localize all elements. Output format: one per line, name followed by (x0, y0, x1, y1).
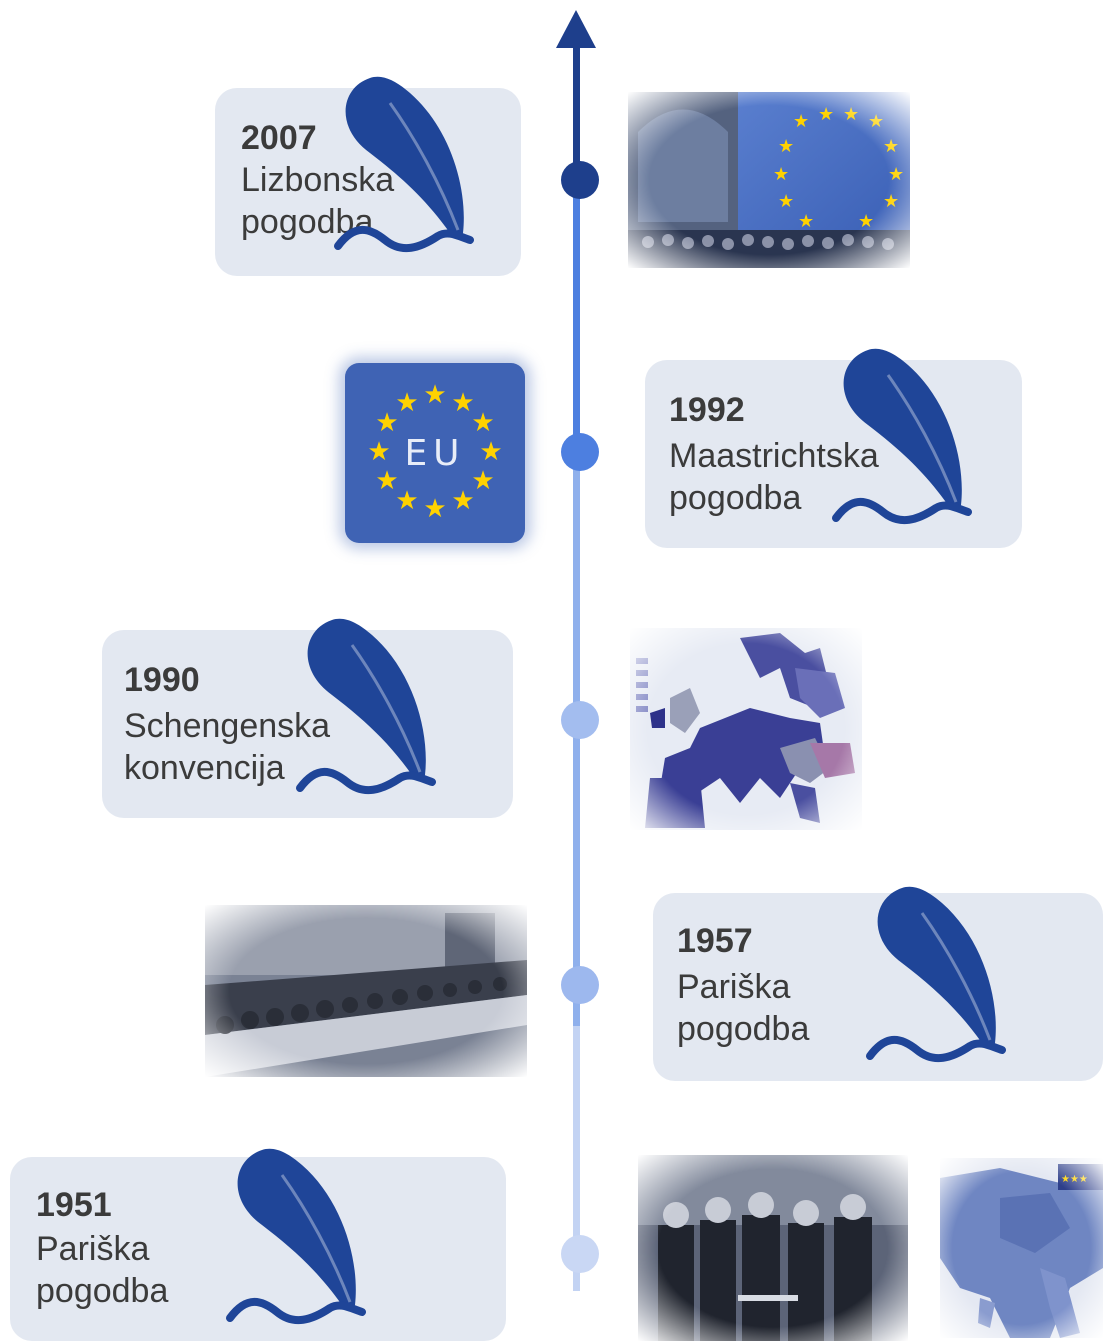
svg-text:★: ★ (883, 136, 899, 156)
event-card-1990: 1990 Schengenska konvencija (102, 630, 513, 818)
svg-text:★: ★ (888, 164, 904, 184)
svg-text:★: ★ (471, 466, 494, 496)
feather-pen-icon (862, 868, 1042, 1068)
timeline-dot-1957 (561, 966, 599, 1004)
timeline-dot-1990 (561, 701, 599, 739)
event-year: 1951 (36, 1186, 112, 1224)
event-name-line1: Schengenska (124, 707, 331, 745)
event-card-1992: 1992 Maastrichtska pogodba (645, 360, 1022, 548)
feather-pen-icon (222, 1130, 402, 1330)
svg-text:★: ★ (367, 437, 390, 467)
feather-pen-icon (828, 330, 1008, 530)
eu-stars-icon: ★ ★ ★ ★ ★ ★ ★ ★ ★ ★ ★ ★ (367, 380, 502, 524)
svg-text:★: ★ (395, 486, 418, 516)
svg-text:★: ★ (793, 111, 809, 131)
event-name-line2: pogodba (669, 479, 802, 517)
event-name-line1: Maastrichtska (669, 437, 879, 475)
svg-text:★: ★ (818, 104, 834, 124)
event-name-line2: pogodba (677, 1010, 810, 1048)
event-name-line1: Pariška (677, 968, 791, 1006)
svg-text:★: ★ (471, 408, 494, 438)
event-year: 2007 (241, 119, 317, 157)
event-year: 1957 (677, 922, 753, 960)
svg-text:★: ★ (423, 494, 446, 524)
svg-text:★: ★ (883, 191, 899, 211)
svg-text:★: ★ (778, 136, 794, 156)
feather-pen-icon (330, 58, 510, 258)
svg-text:★: ★ (858, 211, 874, 231)
photo-rome-treaty-signing (205, 905, 527, 1077)
svg-text:★: ★ (843, 104, 859, 124)
timeline-dot-1992 (561, 433, 599, 471)
event-year: 1990 (124, 661, 200, 699)
svg-text:★: ★ (773, 164, 789, 184)
svg-text:★: ★ (868, 111, 884, 131)
map-schengen-europe (630, 628, 862, 830)
svg-text:★: ★ (451, 486, 474, 516)
event-name-line2: pogodba (36, 1272, 169, 1310)
event-year: 1992 (669, 391, 745, 429)
event-name-line2: konvencija (124, 749, 285, 787)
svg-text:★★★: ★★★ (1061, 1174, 1088, 1185)
map-ecsc-europe: ★★★ (940, 1158, 1103, 1338)
svg-text:★: ★ (375, 466, 398, 496)
svg-text:★: ★ (375, 408, 398, 438)
event-name-line1: Pariška (36, 1230, 150, 1268)
svg-text:★: ★ (479, 437, 502, 467)
svg-text:★: ★ (395, 388, 418, 418)
svg-text:★: ★ (798, 211, 814, 231)
feather-pen-icon (292, 600, 472, 800)
event-name-line1: Lizbonska (241, 161, 395, 199)
eu-logo-text: EU (404, 433, 466, 474)
photo-lisbon-treaty-ceremony: ★★ ★★ ★★ ★★ ★★ ★★ (628, 92, 910, 268)
eu-logo: ★ ★ ★ ★ ★ ★ ★ ★ ★ ★ ★ ★ EU (345, 363, 525, 543)
timeline-axis (556, 10, 596, 1291)
svg-text:★: ★ (423, 380, 446, 410)
timeline-dot-1951 (561, 1235, 599, 1273)
photo-paris-treaty-signing (638, 1155, 908, 1341)
timeline-dot-2007 (561, 161, 599, 199)
svg-text:★: ★ (451, 388, 474, 418)
svg-text:★: ★ (778, 191, 794, 211)
